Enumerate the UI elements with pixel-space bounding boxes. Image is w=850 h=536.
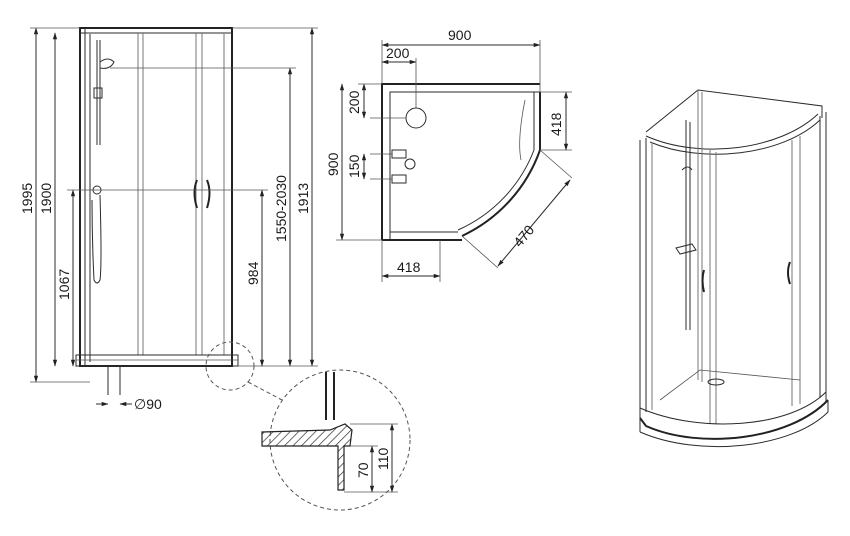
plan-mixer (404, 158, 416, 170)
dim-plan-depth: 900 (325, 152, 341, 176)
detail-callout (205, 341, 255, 391)
shower-head (99, 58, 115, 69)
shower-tray (75, 354, 239, 367)
dim-side-bottom: 418 (397, 259, 421, 275)
dim-drain-offset-x: 200 (386, 45, 410, 61)
dim-side-right: 418 (548, 112, 564, 136)
iso-mixer (675, 243, 697, 255)
dim-cabin-height: 1900 (38, 183, 54, 214)
dim-valve-spacing: 150 (346, 154, 362, 178)
door-handle (193, 179, 198, 209)
front-view: ∅90 1995 1900 1067 1550-2030 1913 984 (19, 27, 318, 412)
dim-total-height: 1995 (19, 183, 35, 214)
plan-valve-top (391, 149, 407, 159)
shower-hose (91, 194, 102, 284)
dim-door-opening: 470 (510, 222, 537, 250)
dim-door-height: 984 (245, 261, 261, 285)
iso-tray (639, 399, 829, 440)
dim-plan-width: 900 (448, 27, 472, 43)
iso-top-frame (645, 89, 823, 133)
dim-drain-offset-y: 200 (346, 90, 362, 114)
detail-view: 110 70 (261, 369, 411, 511)
plan-view: 900 200 200 900 150 418 418 470 (325, 27, 573, 282)
dim-drain-diameter: ∅90 (134, 396, 162, 412)
dim-tray-height: 110 (375, 447, 391, 470)
plan-valve-bottom (391, 174, 407, 184)
dim-tray-inner: 70 (355, 462, 371, 478)
isometric-view (639, 89, 829, 448)
iso-drain (707, 378, 725, 386)
dim-mixer-height: 1067 (56, 269, 72, 300)
dim-shower-rail-range: 1550-2030 (273, 175, 289, 242)
plan-drain (405, 107, 427, 129)
tray-section (261, 423, 353, 491)
dim-overall-height: 1913 (295, 183, 311, 214)
